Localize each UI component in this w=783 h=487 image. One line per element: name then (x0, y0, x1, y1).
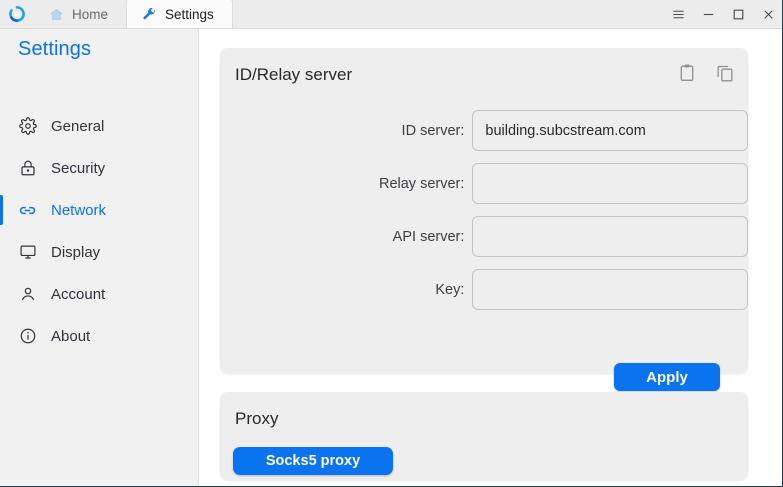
proxy-title: Proxy (235, 409, 279, 428)
sidebar-item-about[interactable]: About (0, 315, 199, 357)
socks5-proxy-button[interactable]: Socks5 proxy (233, 447, 393, 475)
sidebar-item-network-label: Network (51, 201, 107, 219)
person-icon (18, 285, 37, 304)
gear-icon (18, 117, 37, 136)
info-circle-icon (18, 327, 37, 346)
id-relay-form: ID server: Relay server: API server: Key… (220, 104, 748, 316)
sidebar-item-display-label: Display (51, 243, 101, 261)
tab-home-label: Home (72, 6, 109, 22)
sidebar-item-security[interactable]: Security (0, 147, 199, 189)
sidebar: Settings General (0, 29, 199, 486)
sidebar-item-about-label: About (51, 327, 91, 345)
id-relay-server-title: ID/Relay server (235, 65, 353, 84)
tab-home[interactable]: Home (34, 0, 126, 28)
link-icon (18, 201, 37, 220)
key-label: Key: (435, 281, 465, 298)
page-title: Settings (18, 38, 92, 60)
sidebar-item-account[interactable]: Account (0, 273, 199, 315)
monitor-icon (18, 243, 37, 262)
relay-server-label: Relay server: (378, 175, 465, 192)
lock-icon (18, 159, 37, 178)
sidebar-item-general-label: General (51, 117, 105, 135)
sidebar-item-network[interactable]: Network (0, 189, 199, 231)
tab-bar: Home Settings (34, 0, 233, 28)
field-row-api-server: API server: (220, 210, 748, 263)
field-row-id-server: ID server: (220, 104, 748, 157)
home-icon (48, 6, 64, 22)
key-input[interactable] (472, 269, 748, 310)
id-relay-server-actions (676, 62, 736, 84)
title-bar: Home Settings (0, 0, 782, 29)
clipboard-icon[interactable] (676, 62, 698, 84)
sidebar-nav: General Security (0, 105, 199, 357)
window-controls (663, 0, 782, 29)
id-relay-server-card: ID/Relay server ID server (220, 48, 748, 391)
proxy-card: Proxy Socks5 proxy (220, 392, 748, 480)
sidebar-item-general[interactable]: General (0, 105, 199, 147)
maximize-icon[interactable] (723, 0, 753, 29)
wrench-icon (141, 6, 157, 22)
minimize-icon[interactable] (693, 0, 723, 29)
hamburger-menu-icon[interactable] (663, 0, 693, 29)
api-server-label: API server: (392, 228, 465, 245)
copy-icon[interactable] (714, 62, 736, 84)
apply-button[interactable]: Apply (614, 363, 720, 391)
relay-server-input[interactable] (472, 163, 748, 204)
sidebar-item-display[interactable]: Display (0, 231, 199, 273)
close-icon[interactable] (753, 0, 782, 29)
sidebar-item-account-label: Account (51, 285, 106, 303)
settings-content: ID/Relay server ID server (200, 29, 782, 486)
tab-settings[interactable]: Settings (126, 0, 233, 28)
field-row-relay-server: Relay server: (220, 157, 748, 210)
sidebar-item-security-label: Security (51, 159, 106, 177)
api-server-input[interactable] (472, 216, 748, 257)
tab-settings-label: Settings (165, 6, 214, 22)
rustdesk-logo-icon (0, 0, 34, 28)
field-row-key: Key: (220, 263, 748, 316)
id-server-label: ID server: (401, 122, 465, 139)
id-server-input[interactable] (472, 110, 748, 151)
